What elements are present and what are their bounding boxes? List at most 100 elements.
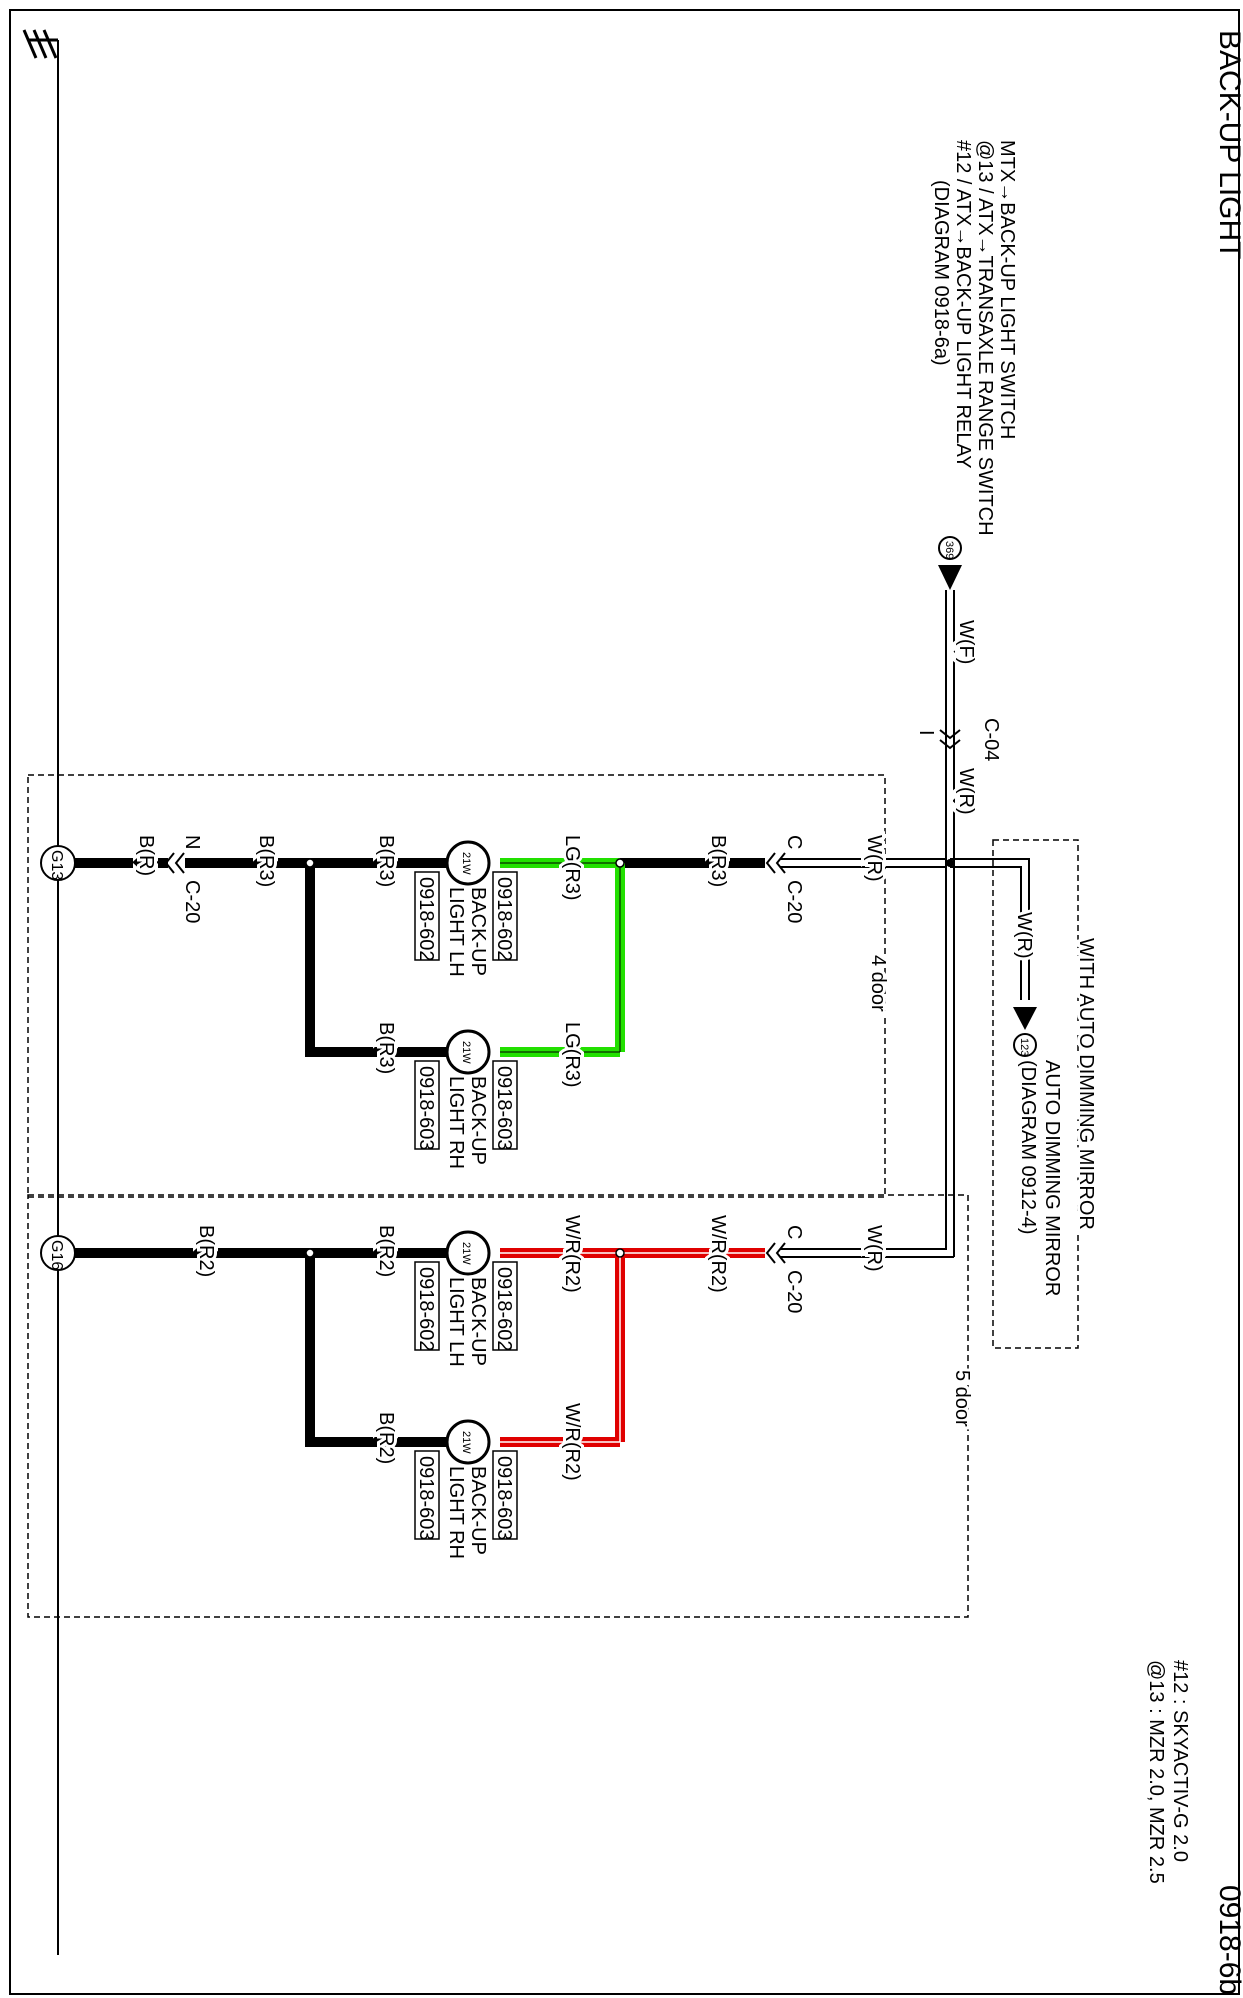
ref-box-4door-lh-bottom <box>414 871 440 961</box>
bulb-4door-rh: 21W 0918-603 BACK-UP LIGHT RH 0918-603 <box>414 1029 518 1169</box>
five-door-lh-wire-out: B(R2) <box>375 1225 397 1277</box>
bulb-4door-rh-name-1: BACK-UP <box>467 1076 489 1165</box>
wire-wf-label: W(F) <box>955 620 977 664</box>
five-door-box <box>27 1194 969 1618</box>
ref-5door-lh-bottom: 0918-602 <box>415 1267 437 1352</box>
four-door-feed-out-wire: B(R3) <box>707 835 729 887</box>
connector-c20-5door-icon <box>765 1242 786 1264</box>
ref-4door-lh-bottom: 0918-602 <box>415 877 437 962</box>
wire-4door-ground-side <box>74 858 446 1057</box>
bulb-4door-rh-icon <box>445 1029 491 1075</box>
wire-wr-r2 <box>500 1248 765 1447</box>
bulb-5door-lh-icon <box>445 1230 491 1276</box>
ref-box-5door-rh-top <box>492 1450 518 1540</box>
connector-369-label: 369 <box>943 541 955 559</box>
four-door-lh-wire-out: B(R3) <box>375 835 397 887</box>
junction-5door-red <box>615 1248 625 1258</box>
five-door-rh-wire-in: W/R(R2) <box>561 1403 583 1481</box>
connector-123 <box>1013 1033 1037 1057</box>
five-door-feed-wire: W(R) <box>863 1225 885 1272</box>
connector-123-label: 123 <box>1018 1038 1030 1056</box>
diagram-number: 0918-6b <box>1213 1885 1243 1995</box>
connector-c20-ground-icon <box>164 852 185 874</box>
five-door-rh-wire-out: B(R2) <box>375 1412 397 1464</box>
ref-4door-rh-top: 0918-603 <box>493 1066 515 1151</box>
ref-box-5door-lh-bottom <box>414 1261 440 1351</box>
mirror-arrow-icon <box>1013 1007 1037 1030</box>
ref-box-5door-lh-top <box>492 1261 518 1351</box>
bulb-5door-lh-name-1: BACK-UP <box>467 1277 489 1366</box>
source-arrow-icon <box>938 565 962 590</box>
bulb-4door-lh-name-2: LIGHT LH <box>445 887 467 977</box>
ref-box-4door-lh-top <box>492 871 518 961</box>
mirror-target-line-1: AUTO DIMMING MIRROR <box>1041 1060 1063 1296</box>
wire-lg-r3 <box>500 858 625 1057</box>
five-door-ground-wire: B(R2) <box>195 1225 217 1277</box>
ground-g16 <box>40 1235 76 1271</box>
bulb-4door-lh-icon <box>445 840 491 886</box>
wire-mirror-label: W(R) <box>1013 912 1035 959</box>
four-door-ground-connector: C-20 <box>181 880 203 923</box>
junction-4door-green <box>615 858 625 868</box>
five-door-label: 5 door <box>951 1370 973 1427</box>
ground-symbol-icon <box>22 29 58 59</box>
junction-main <box>946 859 954 867</box>
wire-feed-5door <box>780 1248 955 1258</box>
five-door-feed-pin: C <box>783 1225 805 1239</box>
mirror-group-box <box>992 839 1079 1349</box>
ref-5door-rh-bottom: 0918-603 <box>415 1456 437 1541</box>
five-door-feed-out-wire: W/R(R2) <box>707 1215 729 1293</box>
wire-w-main <box>945 590 955 1250</box>
wire-mirror-branch <box>950 858 1030 1000</box>
page-title: BACK-UP LIGHT <box>1213 30 1243 260</box>
bulb-5door-rh-icon <box>445 1419 491 1465</box>
four-door-ground-wire-2: B(R) <box>135 835 157 876</box>
ref-box-5door-rh-bottom <box>414 1450 440 1540</box>
bulb-5door-lh-name-2: LIGHT LH <box>445 1277 467 1367</box>
mirror-target-line-2: (DIAGRAM 0912-4) <box>1017 1060 1039 1235</box>
ground-g16-label: G16 <box>48 1240 65 1270</box>
four-door-rh-wire-out: B(R3) <box>375 1022 397 1074</box>
bulb-4door-rh-name-2: LIGHT RH <box>445 1076 467 1169</box>
four-door-label: 4 door <box>867 955 889 1012</box>
four-door-feed-pin: C <box>783 835 805 849</box>
source-line-2: @13 / ATX→TRANSAXLE RANGE SWITCH <box>974 140 996 536</box>
four-door-lh-wire-in: LG(R3) <box>561 835 583 901</box>
page-border <box>9 9 1240 1995</box>
four-door-ground-wire-1: B(R3) <box>255 835 277 887</box>
four-door-feed-wire: W(R) <box>863 835 885 882</box>
five-door-lh-wire-in: W/R(R2) <box>561 1215 583 1293</box>
ground-g13 <box>40 845 76 881</box>
source-line-1: MTX→BACK-UP LIGHT SWITCH <box>996 140 1018 439</box>
bulb-5door-rh-name-1: BACK-UP <box>467 1466 489 1555</box>
bulb-5door-lh-wattage: 21W <box>460 1242 472 1265</box>
bulb-4door-lh-wattage: 21W <box>460 852 472 875</box>
note-1: #12 : SKYACTIV-G 2.0 <box>1169 1660 1191 1862</box>
ground-g13-label: G13 <box>48 850 65 880</box>
bulb-4door-rh-wattage: 21W <box>460 1041 472 1064</box>
connector-c04-pin: I <box>915 730 937 736</box>
wire-5door-ground-side <box>74 1248 446 1447</box>
connector-369 <box>938 536 962 560</box>
bulb-5door-rh: 21W 0918-603 BACK-UP LIGHT RH 0918-603 <box>414 1419 518 1559</box>
junction-5door-ground <box>305 1248 315 1258</box>
source-line-3: #12 / ATX→BACK-UP LIGHT RELAY <box>952 140 974 469</box>
source-line-4: (DIAGRAM 0918-6a) <box>930 180 952 366</box>
ref-box-4door-rh-top <box>492 1060 518 1150</box>
wire-wr-label: W(R) <box>955 768 977 815</box>
ref-5door-rh-top: 0918-603 <box>493 1456 515 1541</box>
note-2: @13 : MZR 2.0, MZR 2.5 <box>1145 1660 1167 1884</box>
four-door-rh-wire-in: LG(R3) <box>561 1022 583 1088</box>
mirror-group-label: WITH AUTO DIMMING MIRROR <box>1075 938 1097 1230</box>
wire-feed-4door <box>780 858 946 868</box>
ref-5door-lh-top: 0918-602 <box>493 1267 515 1352</box>
bulb-5door-rh-wattage: 21W <box>460 1431 472 1454</box>
connector-c04-icon <box>939 729 961 750</box>
ref-box-4door-rh-bottom <box>414 1060 440 1150</box>
bulb-5door-lh: 21W 0918-602 BACK-UP LIGHT LH 0918-602 <box>414 1230 518 1367</box>
ref-4door-rh-bottom: 0918-603 <box>415 1066 437 1151</box>
ref-4door-lh-top: 0918-602 <box>493 877 515 962</box>
connector-c04-label: C-04 <box>980 718 1002 761</box>
four-door-feed-connector: C-20 <box>783 880 805 923</box>
